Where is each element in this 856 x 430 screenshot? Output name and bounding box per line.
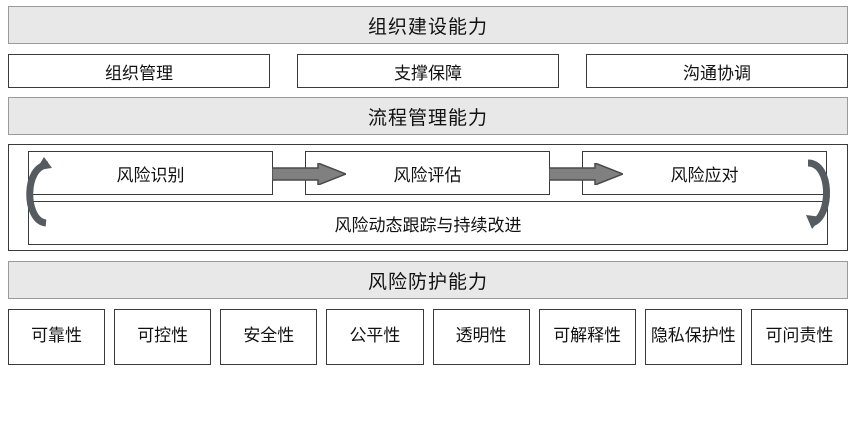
section-header-organization: 组织建设能力 bbox=[8, 6, 848, 44]
protection-item-label: 隐私保护性 bbox=[650, 326, 736, 347]
section-title: 风险防护能力 bbox=[367, 270, 488, 293]
right-arrow-icon bbox=[271, 161, 349, 187]
protection-item-label: 透明性 bbox=[455, 326, 507, 347]
protection-item-reliability[interactable]: 可靠性 bbox=[8, 309, 106, 365]
protection-item-label: 可解释性 bbox=[553, 326, 622, 347]
protection-items-row: 可靠性 可控性 安全性 公平性 透明性 可解释性 隐私保护性 可问责性 bbox=[8, 309, 848, 365]
org-item-support[interactable]: 支撑保障 bbox=[297, 54, 559, 88]
loop-arrow-right-icon bbox=[804, 155, 838, 231]
org-item-label: 组织管理 bbox=[105, 63, 173, 84]
section-header-protection: 风险防护能力 bbox=[8, 261, 848, 299]
section-header-process: 流程管理能力 bbox=[8, 97, 848, 135]
organization-items-row: 组织管理 支撑保障 沟通协调 bbox=[8, 54, 848, 88]
process-step-assessment[interactable]: 风险评估 bbox=[305, 151, 550, 195]
process-steps-row: 风险识别 风险评估 风险应对 bbox=[28, 151, 828, 195]
protection-item-fairness[interactable]: 公平性 bbox=[326, 309, 424, 365]
process-flow-inner: 风险识别 风险评估 风险应对 bbox=[26, 151, 830, 245]
process-continuous-improvement[interactable]: 风险动态跟踪与持续改进 bbox=[28, 201, 828, 245]
protection-item-label: 安全性 bbox=[243, 326, 295, 347]
protection-item-explainability[interactable]: 可解释性 bbox=[538, 309, 636, 365]
protection-item-label: 公平性 bbox=[349, 326, 401, 347]
org-item-label: 支撑保障 bbox=[394, 63, 462, 84]
protection-item-controllability[interactable]: 可控性 bbox=[114, 309, 212, 365]
process-footer-row: 风险动态跟踪与持续改进 bbox=[28, 201, 828, 245]
protection-item-label: 可控性 bbox=[137, 326, 189, 347]
process-flow-container: 风险识别 风险评估 风险应对 bbox=[8, 144, 848, 251]
protection-item-label: 可靠性 bbox=[31, 326, 83, 347]
org-item-communication[interactable]: 沟通协调 bbox=[586, 54, 848, 88]
protection-item-accountability[interactable]: 可问责性 bbox=[750, 309, 848, 365]
process-step-label: 风险识别 bbox=[116, 165, 185, 186]
protection-item-safety[interactable]: 安全性 bbox=[220, 309, 318, 365]
protection-item-privacy[interactable]: 隐私保护性 bbox=[644, 309, 742, 365]
process-step-label: 风险评估 bbox=[393, 165, 462, 186]
protection-item-label: 可问责性 bbox=[765, 326, 834, 347]
section-title: 流程管理能力 bbox=[367, 106, 488, 129]
process-step-label: 风险应对 bbox=[670, 165, 739, 186]
org-item-management[interactable]: 组织管理 bbox=[8, 54, 270, 88]
org-item-label: 沟通协调 bbox=[683, 63, 751, 84]
right-arrow-icon bbox=[548, 161, 626, 187]
process-step-identification[interactable]: 风险识别 bbox=[28, 151, 273, 195]
process-footer-label: 风险动态跟踪与持续改进 bbox=[334, 215, 522, 236]
loop-arrow-left-icon bbox=[18, 155, 52, 231]
protection-item-transparency[interactable]: 透明性 bbox=[432, 309, 530, 365]
section-title: 组织建设能力 bbox=[367, 15, 488, 38]
